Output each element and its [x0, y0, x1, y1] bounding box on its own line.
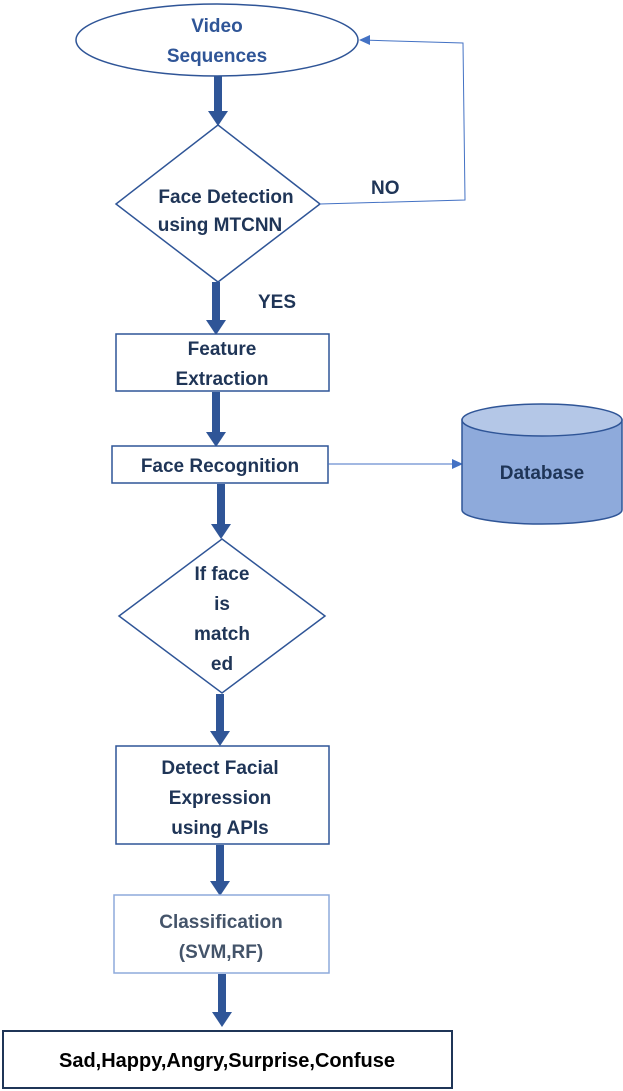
label-no: NO [371, 178, 400, 199]
detect-expression-line-2: Expression [169, 788, 271, 809]
node-if-face-matched: If face is match ed [117, 538, 327, 694]
arrow-video-to-detection [208, 76, 228, 126]
arrow-detection-to-feature [206, 282, 226, 335]
node-database: Database [461, 403, 623, 525]
feature-extraction-line-1: Feature [188, 339, 257, 360]
detect-expression-line-1: Detect Facial [161, 758, 278, 779]
arrow-no-loop [319, 35, 466, 205]
node-face-recognition: Face Recognition [111, 445, 329, 484]
if-matched-line-2: is [214, 594, 230, 615]
arrow-recognition-to-match [211, 484, 231, 539]
if-matched-line-4: ed [211, 654, 233, 675]
if-matched-line-1: If face [195, 564, 250, 585]
face-detection-line-1: Face Detection [158, 187, 293, 208]
arrow-expression-to-classification [210, 845, 230, 896]
feature-extraction-line-2: Extraction [176, 369, 269, 390]
node-detect-expression: Detect Facial Expression using APIs [115, 745, 330, 845]
database-label: Database [500, 463, 585, 484]
video-sequences-line-2: Sequences [167, 46, 267, 67]
arrow-match-to-expression [210, 694, 230, 746]
face-detection-line-2: using MTCNN [158, 215, 283, 236]
node-video-sequences: Video Sequences [75, 3, 359, 77]
if-matched-line-3: match [194, 624, 250, 645]
output-label: Sad,Happy,Angry,Surprise,Confuse [59, 1050, 395, 1072]
face-recognition-label: Face Recognition [141, 456, 299, 477]
arrow-classification-to-output [212, 974, 232, 1027]
classification-line-2: (SVM,RF) [179, 942, 263, 963]
arrow-recognition-to-database [328, 459, 463, 469]
node-output: Sad,Happy,Angry,Surprise,Confuse [2, 1030, 453, 1089]
node-feature-extraction: Feature Extraction [115, 333, 330, 392]
video-sequences-line-1: Video [191, 16, 242, 37]
node-classification: Classification (SVM,RF) [113, 894, 330, 974]
label-yes: YES [258, 292, 296, 313]
detect-expression-line-3: using APIs [171, 818, 268, 839]
arrow-feature-to-recognition [206, 392, 226, 447]
classification-line-1: Classification [159, 912, 283, 933]
node-face-detection: Face Detection using MTCNN [114, 124, 322, 283]
